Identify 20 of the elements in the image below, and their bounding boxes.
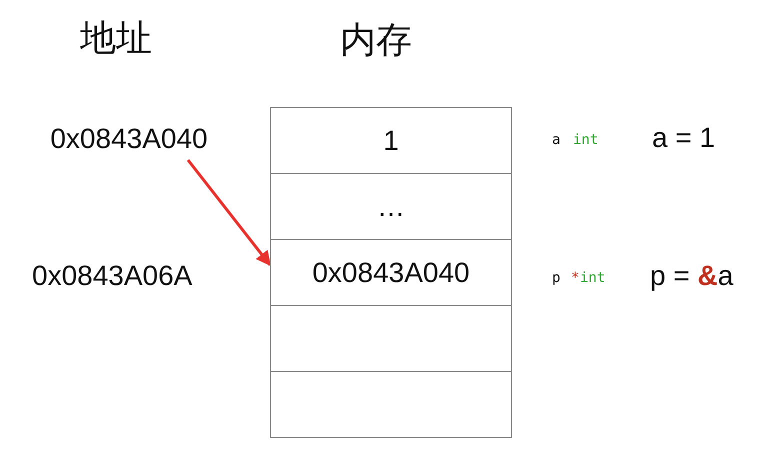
arrow bbox=[186, 159, 272, 266]
memory-cell bbox=[270, 173, 512, 240]
memory-cell bbox=[270, 107, 512, 174]
empty-memory-cell bbox=[270, 305, 512, 372]
memory-cell bbox=[270, 239, 512, 306]
pointer-symbol: * bbox=[571, 270, 580, 286]
type-name: int bbox=[573, 132, 598, 148]
cell-value: 0x0843A040 bbox=[312, 256, 470, 288]
empty-memory-cell bbox=[270, 371, 512, 438]
address-text: 0x0843A06A bbox=[32, 260, 192, 292]
type-name: int bbox=[580, 270, 606, 286]
assignment-text: a = 1 bbox=[652, 122, 716, 154]
variable-name: p bbox=[552, 270, 560, 286]
address-text: 0x0843A040 bbox=[50, 123, 208, 155]
variable-name: a bbox=[552, 132, 560, 148]
assignment-text: p = &a bbox=[650, 260, 734, 292]
column-heading: 内存 bbox=[340, 19, 412, 63]
cell-value: 1 bbox=[383, 124, 399, 156]
cell-value: … bbox=[377, 190, 405, 222]
column-heading: 地址 bbox=[80, 17, 152, 61]
